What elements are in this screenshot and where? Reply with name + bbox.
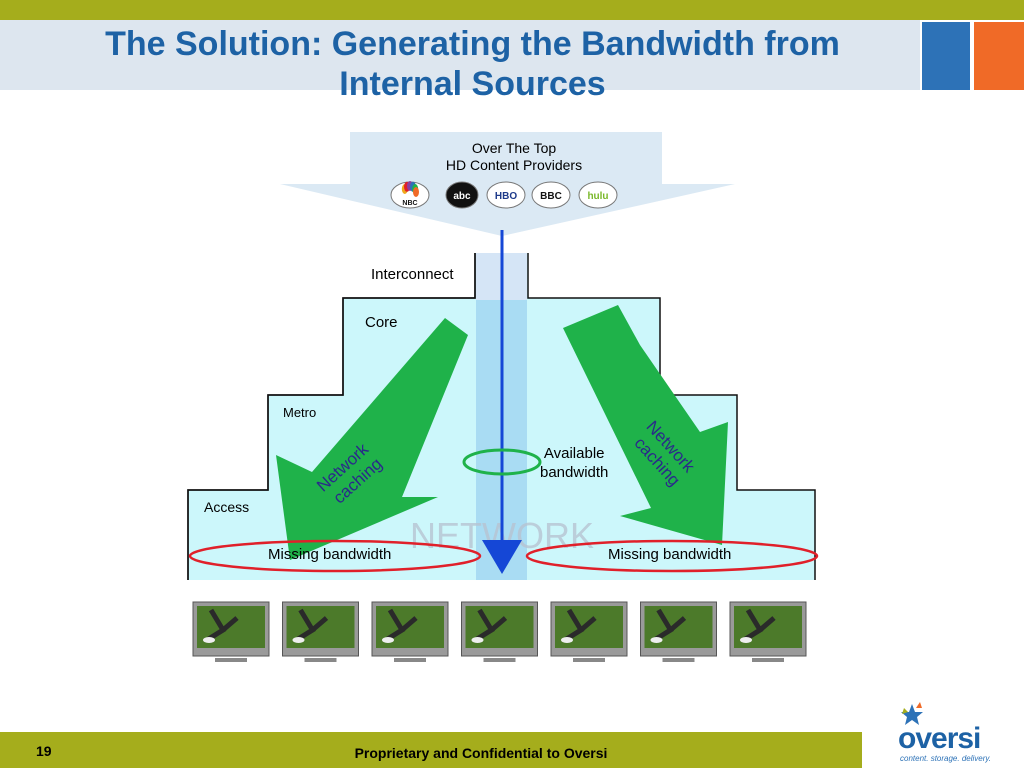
title-background	[0, 20, 920, 90]
tv-screen-icon	[640, 601, 717, 662]
right-caching-arrow	[563, 305, 728, 545]
provider-logo-hulu-icon: hulu	[578, 181, 618, 209]
providers-heading-line1: Over The Top	[471, 140, 557, 156]
blue-accent-square	[922, 22, 970, 90]
providers-heading: Over The Top HD Content Providers	[426, 140, 602, 174]
provider-logo-bbc-icon: BBC	[531, 181, 571, 209]
page-number: 19	[36, 743, 52, 759]
confidential-notice: Proprietary and Confidential to Oversi	[354, 745, 608, 761]
tier-interconnect-label: Interconnect	[371, 266, 454, 283]
provider-logo-text: HBO	[495, 191, 517, 202]
oversi-star-icon	[901, 702, 923, 725]
tv-row	[192, 601, 807, 662]
available-bandwidth-label: Available bandwidth	[540, 444, 608, 482]
available-bandwidth-ring	[462, 448, 542, 476]
provider-logo-text: NBC	[402, 200, 417, 207]
tier-access-label: Access	[204, 499, 250, 515]
provider-logos: NBC abc HBO BBC hulu	[390, 181, 618, 209]
tv-screen-icon	[550, 601, 628, 662]
available-bandwidth-line2: bandwidth	[540, 464, 609, 481]
title-line-1: The Solution: Generating the Bandwidth f…	[105, 25, 840, 63]
tv-screen-icon	[729, 601, 807, 662]
nbc-feather	[413, 187, 419, 197]
provider-logo-text: BBC	[540, 191, 562, 202]
slide-title: The Solution: Generating the Bandwidth f…	[0, 24, 945, 104]
tier-metro-label: Metro	[283, 405, 317, 420]
tier-core-label: Core	[365, 314, 398, 331]
tv-screen-icon	[371, 601, 449, 662]
provider-logo-text: abc	[453, 191, 471, 202]
provider-logo-nbc-icon: NBC	[390, 181, 430, 209]
available-bandwidth-line1: Available	[543, 445, 605, 462]
provider-logo-abc-icon: abc	[445, 181, 479, 209]
left-caching-arrow	[276, 318, 468, 560]
tv-screen-icon	[461, 601, 538, 662]
oversi-logo-tagline: content. storage. delivery.	[900, 754, 992, 763]
providers-heading-line2: HD Content Providers	[445, 157, 583, 173]
missing-bandwidth-right-label: Missing bandwidth	[608, 546, 732, 563]
tv-screen-icon	[192, 601, 270, 662]
tv-screen-icon	[282, 601, 359, 662]
provider-logo-text: hulu	[587, 191, 608, 202]
orange-accent-square	[974, 22, 1024, 90]
provider-logo-hbo-icon: HBO	[486, 181, 526, 209]
content-flow-arrowhead	[482, 540, 522, 574]
missing-bandwidth-right-ring	[525, 539, 819, 573]
footer-bar	[0, 732, 862, 768]
missing-bandwidth-left-label: Missing bandwidth	[268, 546, 392, 563]
oversi-logo-word: oversi	[898, 722, 981, 755]
top-accent-bar	[0, 0, 1024, 20]
missing-bandwidth-left-ring	[188, 539, 482, 573]
title-line-2: Internal Sources	[339, 65, 606, 103]
